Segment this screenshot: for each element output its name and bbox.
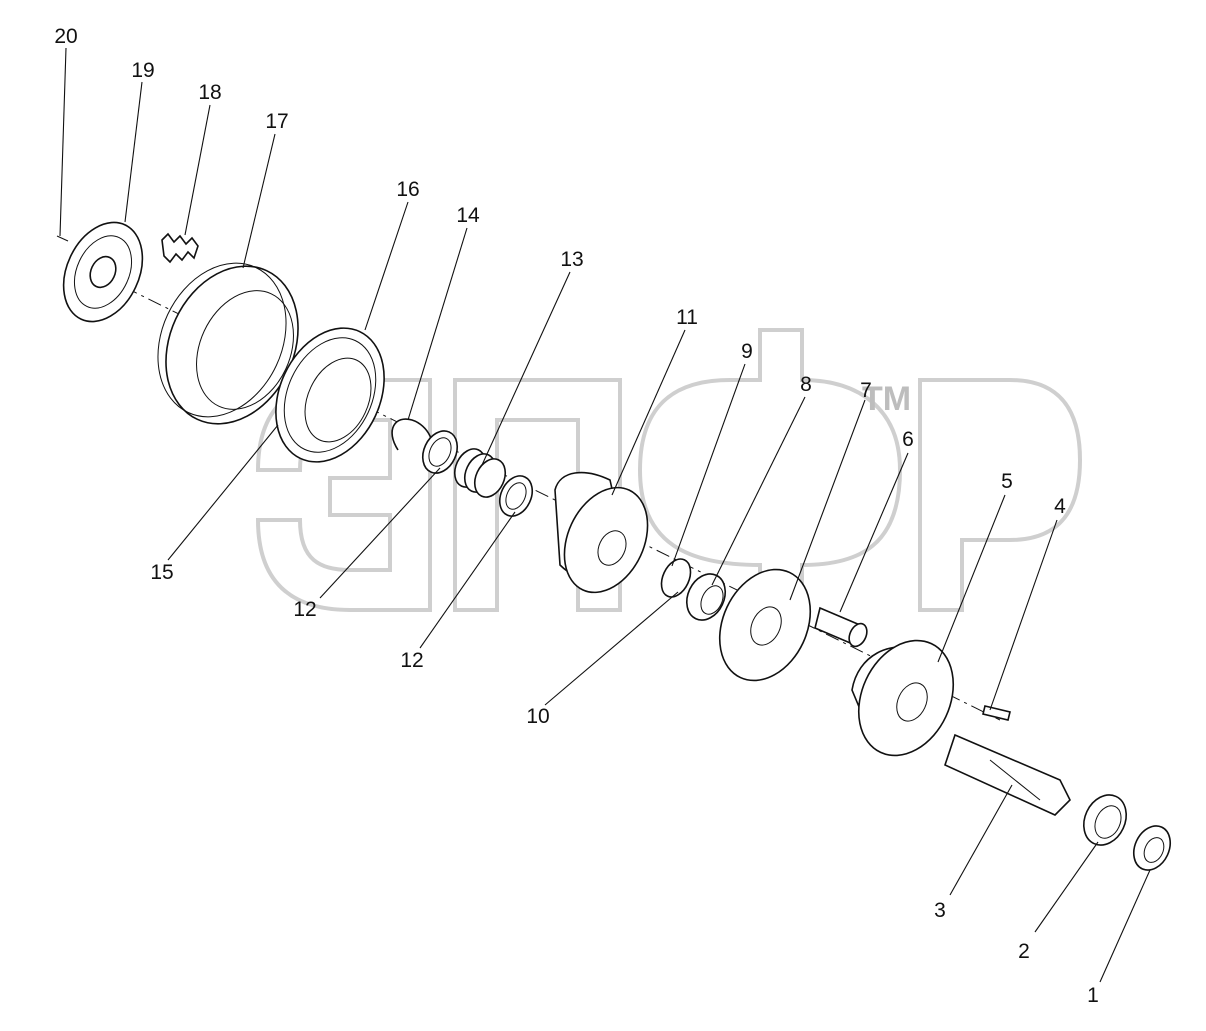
callout-12-upper: 12 <box>293 598 316 621</box>
watermark-trademark: TM <box>862 380 911 418</box>
part-3-splined-shaft <box>944 733 1071 816</box>
leader-13 <box>481 271 571 466</box>
leader-4 <box>989 519 1058 711</box>
leader-12a <box>319 467 441 599</box>
part-10-snap-ring <box>660 558 692 598</box>
leader-8 <box>711 396 806 586</box>
leader-10 <box>544 591 679 706</box>
callout-20: 20 <box>54 25 77 48</box>
leader-6 <box>839 452 909 613</box>
part-12-washer-lower <box>498 475 534 517</box>
part-5-end-cover <box>851 639 955 757</box>
leader-9 <box>671 363 746 567</box>
callout-12-lower: 12 <box>400 649 423 672</box>
callout-18: 18 <box>198 81 221 104</box>
leader-lines <box>59 47 1151 983</box>
callout-19: 19 <box>131 59 154 82</box>
parts <box>56 221 1172 871</box>
callout-17: 17 <box>265 110 288 133</box>
part-17-housing <box>157 262 299 425</box>
part-13-spring <box>453 448 507 498</box>
part-8-bearing <box>685 573 727 621</box>
callout-3: 3 <box>934 899 946 922</box>
leader-2 <box>1034 841 1099 933</box>
leader-11 <box>611 329 686 496</box>
part-19-end-plate <box>62 221 144 323</box>
leader-12b <box>419 511 516 649</box>
watermark-letter-3 <box>637 328 903 612</box>
callout-5: 5 <box>1001 470 1013 493</box>
callout-15: 15 <box>150 561 173 584</box>
callout-labels: 1 2 3 4 5 6 7 8 9 10 11 12 12 13 14 15 1… <box>54 25 1099 1007</box>
leader-5 <box>937 494 1006 663</box>
callout-4: 4 <box>1054 495 1066 518</box>
leader-18 <box>184 104 211 236</box>
callout-11: 11 <box>676 306 698 329</box>
watermark-letter-4 <box>918 378 1083 612</box>
callout-7: 7 <box>860 379 872 402</box>
callout-9: 9 <box>741 340 753 363</box>
part-12-washer-upper <box>421 430 459 474</box>
leader-19 <box>124 81 143 223</box>
leader-20 <box>59 47 67 237</box>
callout-1: 1 <box>1087 984 1099 1007</box>
part-7-valve-plate <box>718 568 812 682</box>
part-11-cylinder-block <box>554 471 649 594</box>
leader-16 <box>364 201 409 331</box>
callout-6: 6 <box>902 428 914 451</box>
leader-1 <box>1099 869 1151 983</box>
part-1-seal <box>1132 825 1172 871</box>
part-18-spring <box>161 232 199 264</box>
leader-15 <box>167 424 279 561</box>
part-16-gear-ring <box>275 327 385 463</box>
leader-17 <box>242 133 276 269</box>
part-2-bearing <box>1083 794 1127 846</box>
callout-13: 13 <box>560 248 583 271</box>
part-6-piston <box>814 606 868 648</box>
part-4-pin <box>982 705 1011 721</box>
watermark-letter-2 <box>453 378 622 612</box>
leader-3 <box>949 784 1013 896</box>
leader-14 <box>407 227 468 421</box>
callout-8: 8 <box>800 373 812 396</box>
callout-10: 10 <box>526 705 549 728</box>
part-20-pin <box>56 235 69 242</box>
callout-14: 14 <box>456 204 480 227</box>
callout-2: 2 <box>1018 940 1030 963</box>
leader-7 <box>789 399 866 601</box>
callout-16: 16 <box>396 178 419 201</box>
